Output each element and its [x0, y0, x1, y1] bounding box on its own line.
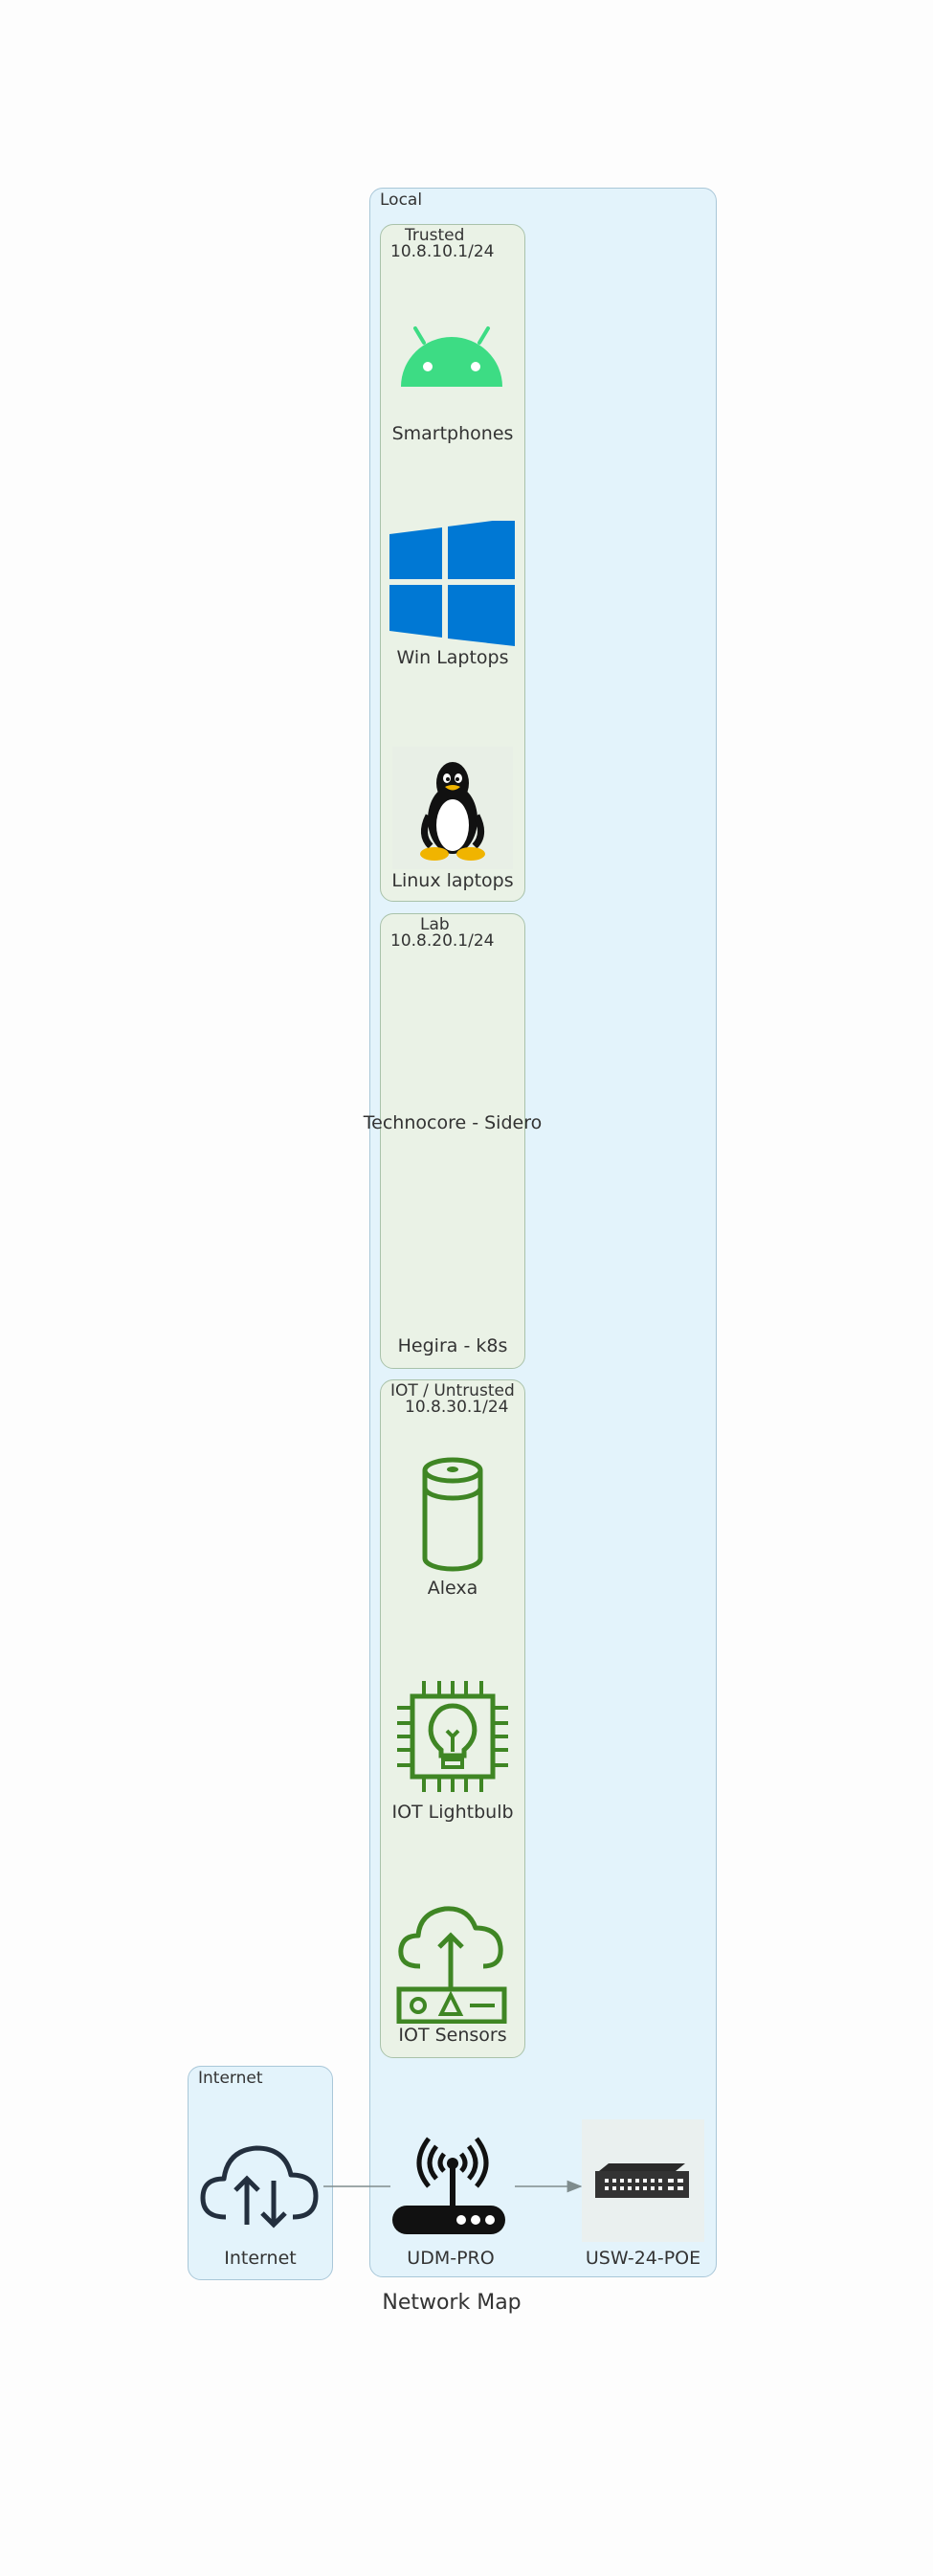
android-icon	[397, 325, 506, 389]
cluster-lab: Lab 10.8.20.1/24	[380, 913, 525, 1369]
cloud-sync-icon	[199, 2142, 320, 2229]
technocore-label: Technocore - Sidero	[363, 1112, 543, 1133]
wifi-router-icon	[390, 2135, 515, 2236]
network-switch-icon	[582, 2119, 704, 2242]
smartphones-label: Smartphones	[391, 423, 514, 444]
win-laptops-label: Win Laptops	[396, 647, 509, 668]
internet-label: Internet	[224, 2248, 297, 2269]
diagram-caption: Network Map	[382, 2291, 522, 2315]
linux-tux-icon	[392, 747, 513, 869]
usw-label: USW-24-POE	[585, 2248, 701, 2269]
cluster-trusted-subnet: 10.8.10.1/24	[390, 242, 495, 261]
udm-pro-label: UDM-PRO	[407, 2248, 495, 2269]
smart-speaker-icon	[419, 1457, 486, 1574]
cluster-lab-subnet: 10.8.20.1/24	[390, 931, 495, 951]
iot-lightbulb-label: IOT Lightbulb	[391, 1802, 514, 1823]
cluster-internet-label: Internet	[198, 2069, 263, 2088]
cluster-iot-subnet: 10.8.30.1/24	[405, 1398, 509, 1417]
cluster-internet: Internet	[188, 2066, 333, 2280]
lightbulb-chip-icon	[397, 1681, 508, 1792]
windows-icon	[389, 521, 515, 646]
cluster-lab-label: Lab	[420, 915, 450, 934]
cluster-iot-label: IOT / Untrusted	[390, 1381, 515, 1400]
hegira-label: Hegira - k8s	[397, 1335, 508, 1356]
cloud-upload-device-icon	[395, 1903, 508, 2024]
cluster-local-label: Local	[380, 190, 423, 210]
alexa-label: Alexa	[427, 1578, 478, 1599]
linux-laptops-label: Linux laptops	[391, 870, 514, 891]
cluster-trusted-label: Trusted	[405, 226, 465, 245]
iot-sensors-label: IOT Sensors	[398, 2025, 507, 2046]
